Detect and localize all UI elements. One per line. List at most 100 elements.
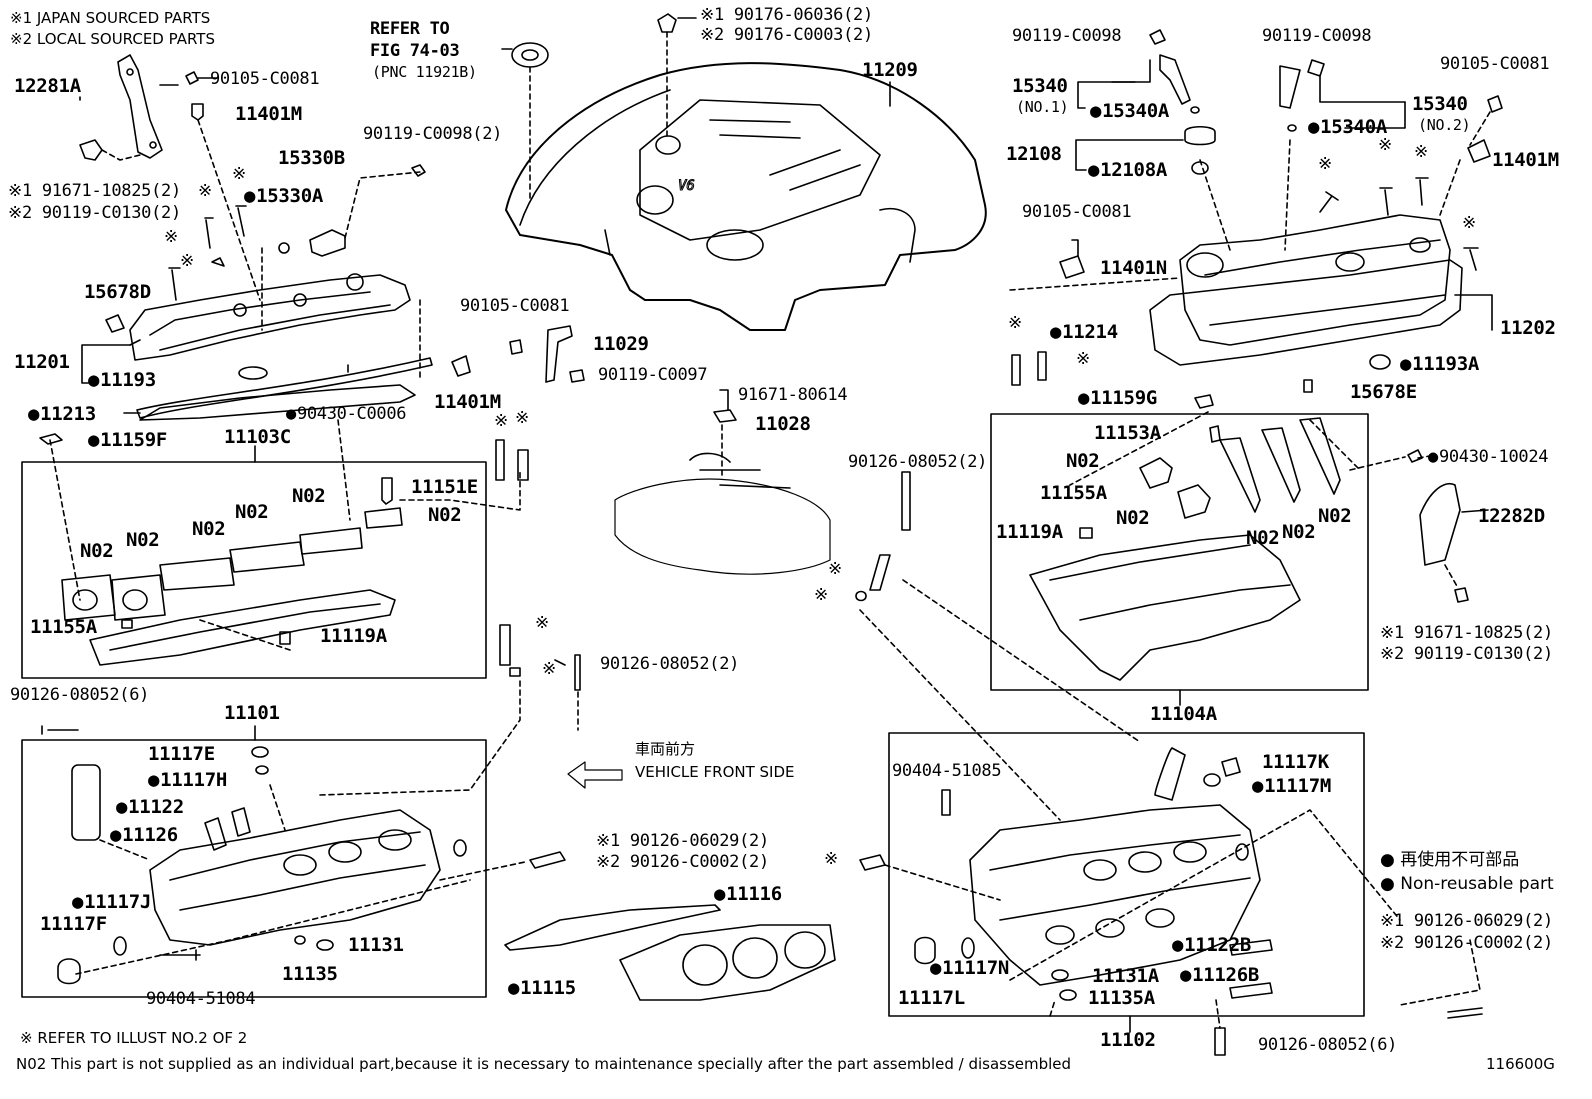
part-label[interactable]: 90126-08052(2): [848, 452, 988, 472]
part-label[interactable]: 90404-51085: [892, 761, 1002, 781]
part-label[interactable]: 11126B: [1180, 965, 1259, 986]
part-label[interactable]: 90119-C0098: [1262, 26, 1372, 46]
part-label[interactable]: 12281A: [14, 75, 81, 97]
part-label[interactable]: N02: [1246, 527, 1280, 549]
part-label[interactable]: 11117M: [1252, 776, 1331, 797]
part-label[interactable]: 90119-C0098: [1012, 26, 1122, 46]
part-label[interactable]: N02: [1066, 450, 1100, 472]
part-label[interactable]: 15678E: [1350, 381, 1417, 403]
part-label[interactable]: 11102: [1100, 1029, 1156, 1051]
n02-note: N02 This part is not supplied as an indi…: [16, 1055, 1072, 1073]
part-label[interactable]: 15678D: [84, 281, 151, 303]
part-label[interactable]: 11193A: [1400, 354, 1479, 375]
part-label[interactable]: 11119A: [320, 625, 387, 647]
part-label[interactable]: ※2 90119-C0130(2): [8, 203, 181, 223]
part-label[interactable]: 11116: [714, 884, 782, 905]
cam-housing-right: [1029, 417, 1341, 681]
part-label[interactable]: 11028: [755, 413, 811, 435]
part-label[interactable]: 90430-C0006: [286, 405, 407, 424]
part-label[interactable]: 11117L: [898, 987, 965, 1009]
part-label[interactable]: N02: [1282, 521, 1316, 543]
part-label[interactable]: ※1 90126-06029(2): [596, 831, 769, 851]
cam-cover-right: [1149, 214, 1463, 366]
part-label[interactable]: 11029: [593, 333, 649, 355]
part-label[interactable]: 90119-C0097: [598, 365, 708, 385]
part-label[interactable]: N02: [428, 504, 462, 526]
part-label[interactable]: 11122: [116, 797, 184, 818]
part-label[interactable]: 11122B: [1172, 935, 1251, 956]
part-label[interactable]: 11401M: [434, 391, 501, 413]
part-label[interactable]: 11131A: [1092, 965, 1159, 987]
part-label[interactable]: 90119-C0098(2): [363, 124, 503, 144]
part-label[interactable]: 11117J: [72, 892, 151, 913]
part-label[interactable]: 11201: [14, 351, 70, 373]
part-label[interactable]: N02: [235, 501, 269, 523]
cylinder-head-right: [914, 747, 1273, 1001]
part-label[interactable]: 11214: [1050, 322, 1118, 343]
part-label[interactable]: 90126-08052(6): [1258, 1035, 1398, 1055]
part-label[interactable]: 91671-80614: [738, 385, 848, 405]
part-label[interactable]: N02: [292, 485, 326, 507]
part-label[interactable]: 11159G: [1078, 388, 1157, 409]
part-label[interactable]: 11101: [224, 702, 280, 724]
part-label[interactable]: ※2 90119-C0130(2): [1380, 644, 1553, 664]
part-label[interactable]: N02: [126, 529, 160, 551]
part-label[interactable]: 11126: [110, 825, 178, 846]
part-label[interactable]: 11155A: [30, 616, 97, 638]
part-label[interactable]: 15340: [1412, 93, 1468, 115]
part-label[interactable]: 11104A: [1150, 703, 1217, 725]
part-label[interactable]: 15340: [1012, 75, 1068, 97]
part-label[interactable]: 12108: [1006, 143, 1062, 165]
part-label[interactable]: 11153A: [1094, 422, 1161, 444]
part-label[interactable]: 11119A: [996, 521, 1063, 543]
part-label[interactable]: 90105-C0081: [1440, 54, 1550, 74]
part-label[interactable]: N02: [80, 540, 114, 562]
part-label[interactable]: 11117E: [148, 743, 215, 765]
front-arrow-shape: [567, 761, 623, 789]
part-label[interactable]: 11193: [88, 370, 156, 391]
part-label[interactable]: 11117N: [930, 958, 1009, 979]
part-label[interactable]: ※1 91671-10825(2): [1380, 623, 1553, 643]
part-label[interactable]: 11155A: [1040, 482, 1107, 504]
part-label[interactable]: 11131: [348, 934, 404, 956]
part-label[interactable]: 15340A: [1308, 117, 1387, 138]
part-label[interactable]: 15330B: [278, 147, 345, 169]
part-label[interactable]: 90105-C0081: [210, 69, 320, 89]
part-label[interactable]: ※1 90126-06029(2): [1380, 911, 1553, 931]
part-label[interactable]: 11117K: [1262, 751, 1329, 773]
part-label[interactable]: 11151E: [411, 476, 478, 498]
part-label[interactable]: 11135A: [1088, 987, 1155, 1009]
part-label[interactable]: 90105-C0081: [460, 296, 570, 316]
refer-mark: ※: [1076, 349, 1090, 369]
part-label[interactable]: 11135: [282, 963, 338, 985]
part-label[interactable]: ※1 90176-06036(2): [700, 5, 873, 25]
part-label[interactable]: 90126-08052(6): [10, 685, 150, 705]
part-label[interactable]: 11115: [508, 978, 576, 999]
part-label[interactable]: N02: [1116, 507, 1150, 529]
refer-mark: ※: [515, 408, 529, 428]
part-label[interactable]: 12108A: [1088, 160, 1167, 181]
part-label[interactable]: 90105-C0081: [1022, 202, 1132, 222]
part-label[interactable]: 15330A: [244, 186, 323, 207]
part-label[interactable]: 11117H: [148, 770, 227, 791]
part-label[interactable]: 90404-51084: [146, 989, 256, 1009]
part-label[interactable]: ※2 90126-C0002(2): [1380, 933, 1553, 953]
part-label[interactable]: N02: [192, 518, 226, 540]
part-label[interactable]: ※2 90126-C0002(2): [596, 852, 769, 872]
part-label[interactable]: ※2 90176-C0003(2): [700, 25, 873, 45]
part-label[interactable]: 15340A: [1090, 101, 1169, 122]
part-label[interactable]: 11401N: [1100, 257, 1167, 279]
part-label[interactable]: 12282D: [1478, 505, 1545, 527]
part-label[interactable]: ※1 91671-10825(2): [8, 181, 181, 201]
part-label[interactable]: 11159F: [88, 430, 167, 451]
part-label[interactable]: 11209: [862, 59, 918, 81]
part-label[interactable]: 90430-10024: [1428, 448, 1549, 467]
part-label[interactable]: 11103C: [224, 426, 291, 448]
part-label[interactable]: 11401M: [235, 103, 302, 125]
part-label[interactable]: 11117F: [40, 913, 107, 935]
part-label[interactable]: 11213: [28, 404, 96, 425]
part-label[interactable]: N02: [1318, 505, 1352, 527]
part-label[interactable]: 11401M: [1492, 149, 1559, 171]
part-label[interactable]: 11202: [1500, 317, 1556, 339]
part-label[interactable]: 90126-08052(2): [600, 654, 740, 674]
